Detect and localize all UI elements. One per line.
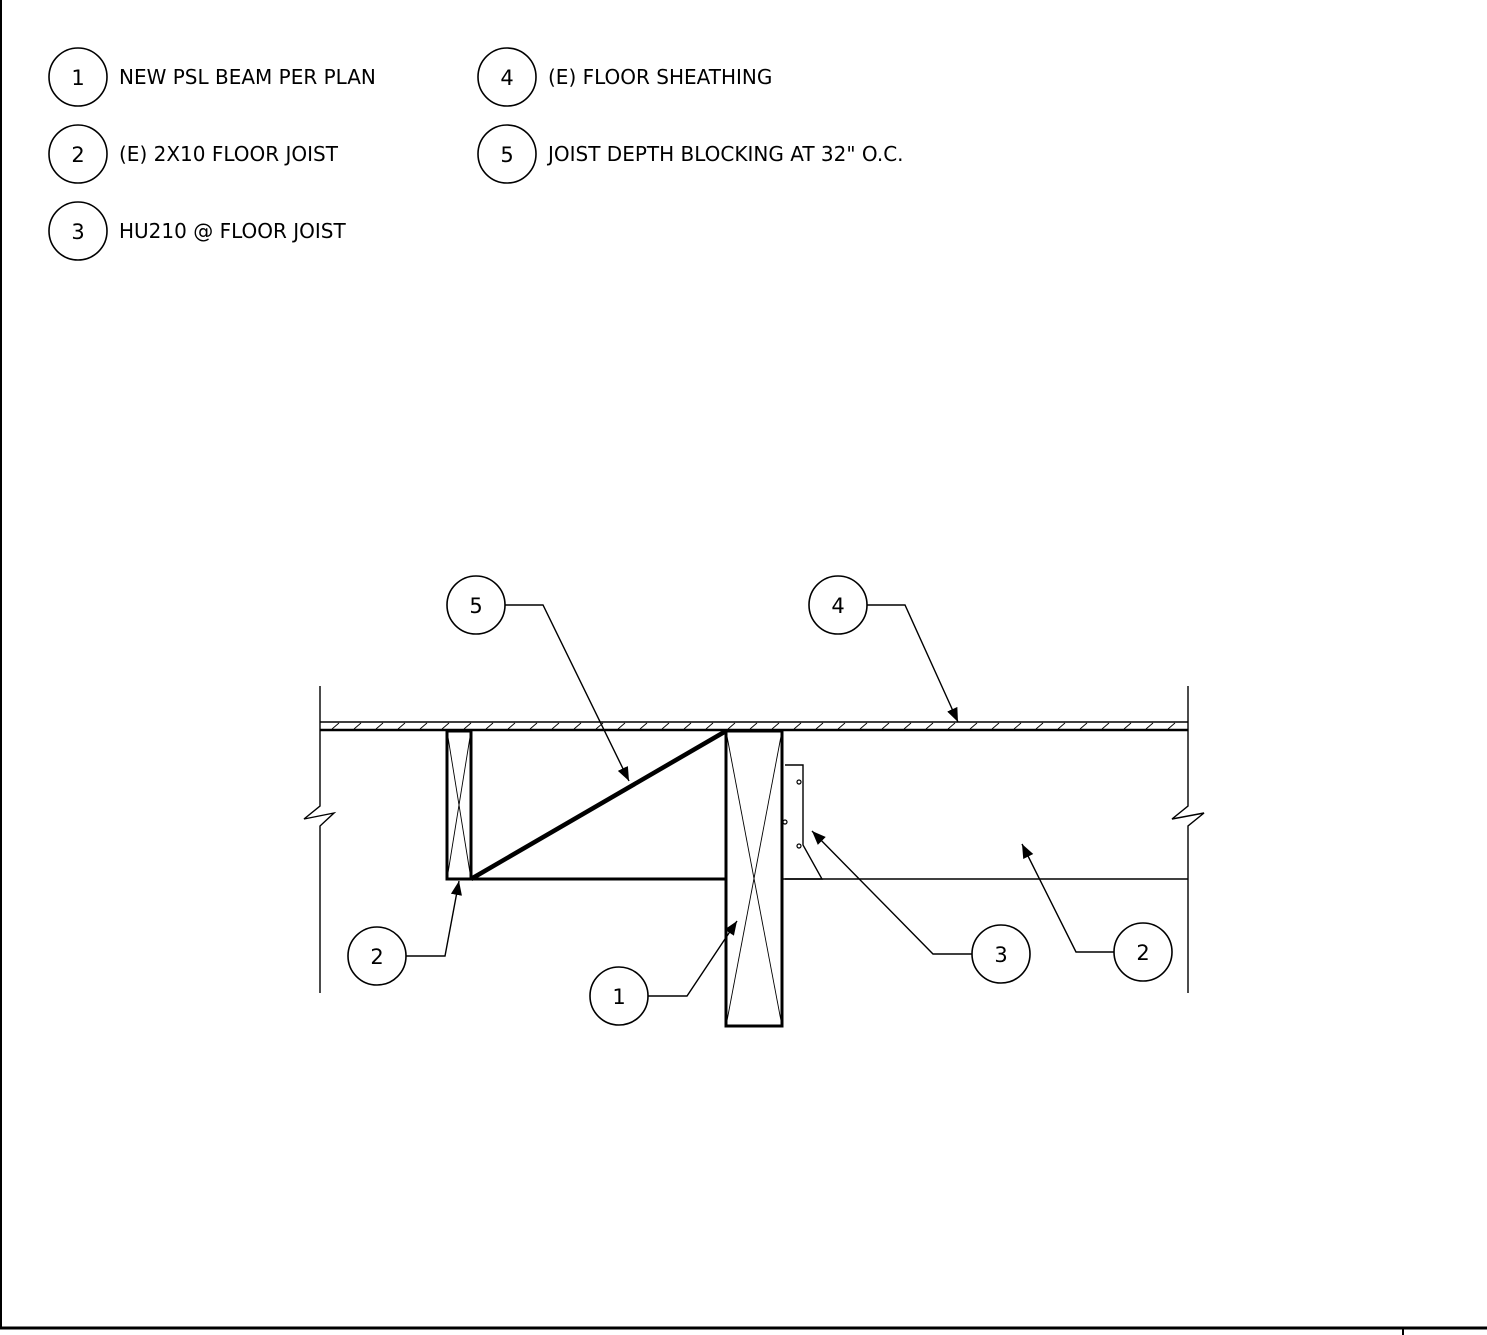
legend: 1 NEW PSL BEAM PER PLAN 2 (E) 2X10 FLOOR…	[48, 47, 904, 261]
callout-beam-number: 1	[612, 985, 625, 1009]
legend-item-1: 1 NEW PSL BEAM PER PLAN	[48, 47, 376, 107]
legend-item-5-text: JOIST DEPTH BLOCKING AT 32" O.C.	[546, 142, 904, 166]
section-detail: 5 4 2 1 3 2	[303, 575, 1205, 1028]
callout-joist-right-number: 2	[1136, 941, 1149, 965]
callout-blocking: 5	[446, 575, 630, 782]
legend-item-5: 5 JOIST DEPTH BLOCKING AT 32" O.C.	[477, 124, 904, 184]
callout-joist-left: 2	[347, 880, 462, 986]
break-line-left	[303, 686, 337, 993]
legend-item-1-number: 1	[71, 66, 84, 90]
break-line-right	[1171, 686, 1205, 993]
legend-item-2: 2 (E) 2X10 FLOOR JOIST	[48, 124, 339, 184]
callout-blocking-number: 5	[469, 594, 482, 618]
legend-item-4-number: 4	[500, 66, 513, 90]
callout-beam: 1	[589, 920, 738, 1026]
joist-depth-blocking	[469, 729, 728, 881]
legend-item-3-text: HU210 @ FLOOR JOIST	[119, 219, 346, 243]
callout-hanger: 3	[811, 830, 1031, 984]
callout-joist-right: 2	[1021, 843, 1173, 982]
existing-joist-left-section	[445, 729, 473, 881]
legend-item-3-number: 3	[71, 220, 84, 244]
legend-item-2-text: (E) 2X10 FLOOR JOIST	[119, 142, 339, 166]
legend-item-4: 4 (E) FLOOR SHEATHING	[477, 47, 772, 107]
legend-item-1-text: NEW PSL BEAM PER PLAN	[119, 65, 376, 89]
callout-joist-left-number: 2	[370, 945, 383, 969]
legend-item-3: 3 HU210 @ FLOOR JOIST	[48, 201, 346, 261]
callout-sheathing-number: 4	[831, 594, 844, 618]
sheathing-hatch	[331, 722, 1176, 730]
hu210-hanger	[782, 764, 824, 880]
legend-item-2-number: 2	[71, 143, 84, 167]
callout-sheathing: 4	[808, 575, 959, 723]
callout-hanger-number: 3	[994, 943, 1007, 967]
legend-item-5-number: 5	[500, 143, 513, 167]
legend-item-4-text: (E) FLOOR SHEATHING	[548, 65, 772, 89]
floor-sheathing	[320, 721, 1188, 732]
psl-beam	[724, 729, 784, 1028]
